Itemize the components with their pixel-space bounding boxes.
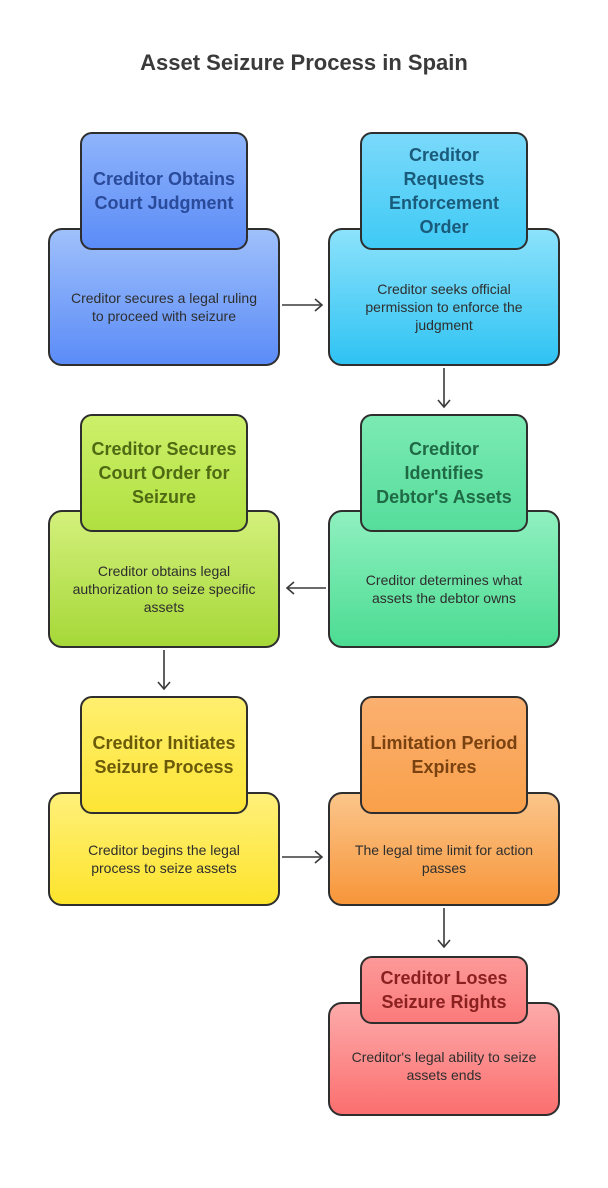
step-secure-court-order-title: Creditor Secures Court Order for Seizure [91,439,237,507]
step-obtain-judgment-description: Creditor secures a legal ruling to proce… [71,290,257,324]
arrow-step2-to-step3 [437,368,451,409]
step-identify-assets-body: Creditor determines what assets the debt… [328,510,560,648]
arrow-step4-to-step5 [157,650,171,691]
step-identify-assets-title: Creditor Identifies Debtor's Assets [376,439,512,507]
step-lose-seizure-rights-title: Creditor Loses Seizure Rights [380,968,508,1012]
step-request-enforcement-title: Creditor Requests Enforcement Order [388,145,500,237]
step-secure-court-order-description: Creditor obtains legal authorization to … [72,563,256,615]
arrow-step3-to-step4 [285,581,326,595]
step-initiate-seizure-header: Creditor Initiates Seizure Process [80,696,248,814]
step-secure-court-order-header: Creditor Secures Court Order for Seizure [80,414,248,532]
step-request-enforcement-header: Creditor Requests Enforcement Order [360,132,528,250]
arrow-step6-to-step7 [437,908,451,949]
arrow-step1-to-step2 [282,298,324,312]
step-obtain-judgment-body: Creditor secures a legal ruling to proce… [48,228,280,366]
step-initiate-seizure-title: Creditor Initiates Seizure Process [92,733,236,777]
step-lose-seizure-rights-header: Creditor Loses Seizure Rights [360,956,528,1024]
step-obtain-judgment-title: Creditor Obtains Court Judgment [92,169,235,213]
step-obtain-judgment-header: Creditor Obtains Court Judgment [80,132,248,250]
step-secure-court-order-body: Creditor obtains legal authorization to … [48,510,280,648]
step-initiate-seizure-description: Creditor begins the legal process to sei… [88,842,240,876]
step-request-enforcement-description: Creditor seeks official permission to en… [365,281,523,333]
step-lose-seizure-rights-description: Creditor's legal ability to seize assets… [351,1049,537,1083]
step-identify-assets-header: Creditor Identifies Debtor's Assets [360,414,528,532]
step-limitation-expires-description: The legal time limit for action passes [354,842,534,876]
step-limitation-expires-header: Limitation Period Expires [360,696,528,814]
step-limitation-expires-title: Limitation Period Expires [370,733,518,777]
step-identify-assets-description: Creditor determines what assets the debt… [365,572,523,606]
diagram-title: Asset Seizure Process in Spain [140,50,468,75]
arrow-step5-to-step6 [282,850,324,864]
